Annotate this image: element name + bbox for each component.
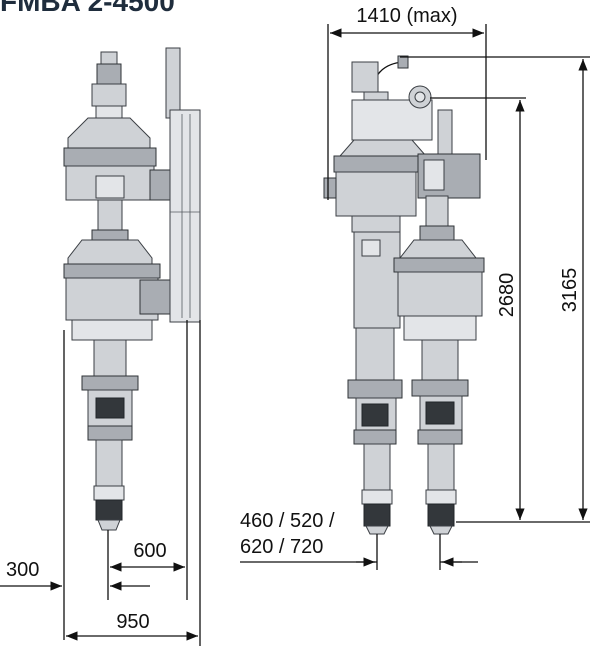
dimension-offset-center: 600 bbox=[110, 320, 188, 600]
dimension-spindle-spacing: 460 / 520 / 620 / 720 bbox=[240, 510, 478, 570]
dimension-height-upper: 3165 bbox=[400, 56, 590, 523]
height-lower-label: 2680 bbox=[496, 273, 518, 318]
height-upper-label: 3165 bbox=[559, 268, 581, 313]
offset-left-label: 300 bbox=[6, 559, 39, 581]
dimension-offset-left: 300 bbox=[0, 330, 150, 640]
overall-width-label: 950 bbox=[116, 611, 149, 633]
spacing-label-line2: 620 / 720 bbox=[240, 536, 323, 558]
front-view-machine bbox=[323, 55, 485, 535]
dimension-height-lower: 2680 bbox=[430, 97, 526, 520]
dimension-width-max: 1410 (max) bbox=[327, 5, 487, 200]
offset-center-label: 600 bbox=[133, 540, 166, 562]
side-view-machine bbox=[63, 47, 201, 531]
spacing-label-line1: 460 / 520 / bbox=[240, 510, 335, 532]
dimension-overall-width: 950 bbox=[66, 320, 201, 646]
width-max-label: 1410 (max) bbox=[356, 5, 457, 27]
model-title: FMBA 2-4500 bbox=[0, 0, 175, 17]
